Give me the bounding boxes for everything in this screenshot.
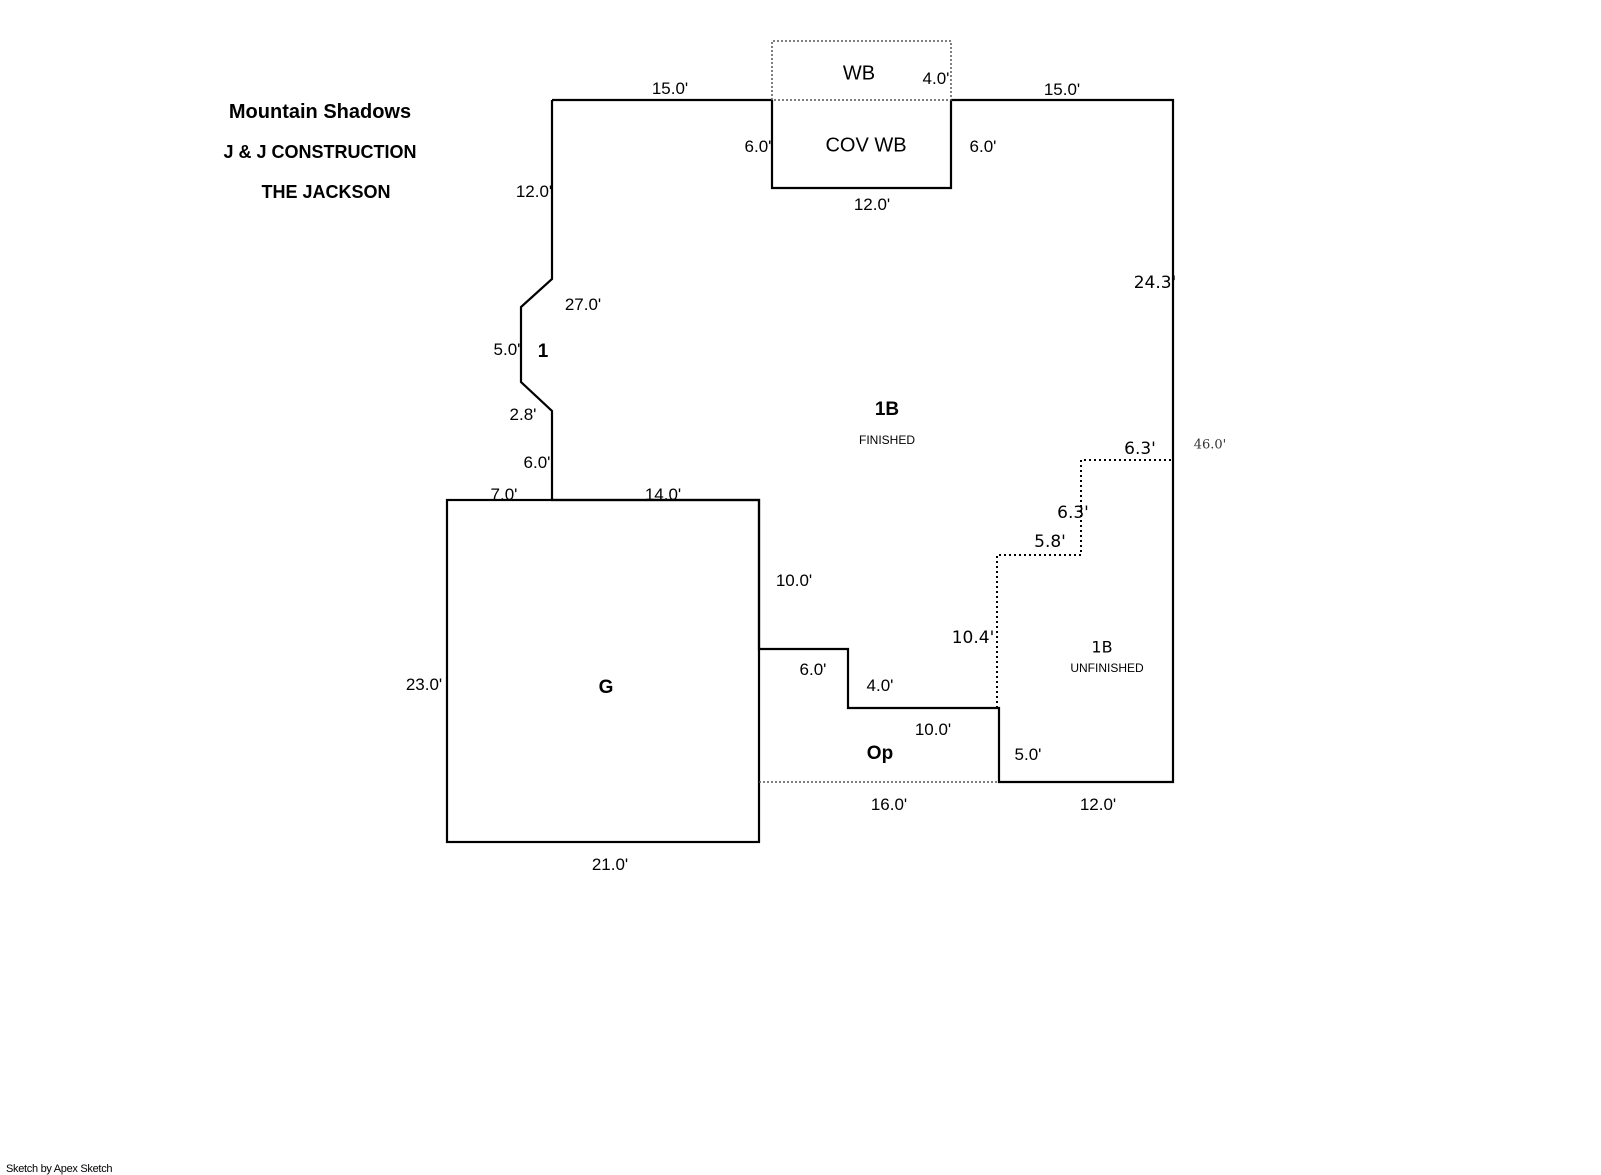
dim-left-upper: 12.0' [515,182,553,201]
garage-outline [445,498,761,844]
dim-step-mid: 5.8' [1034,532,1066,552]
dim-top-right: 15.0' [1043,80,1081,99]
dim-cov-wb-right: 6.0' [969,137,997,156]
wb-label: WB [842,62,876,85]
dim-unfinished-bottom: 12.0' [1079,795,1117,814]
sketch-credit: Sketch by Apex Sketch [6,1163,113,1175]
dim-top-left: 15.0' [651,79,689,98]
dim-garage-top-left: 7.0' [490,485,518,504]
finished-area-desc: FINISHED [858,433,916,447]
dim-porch-bottom: 16.0' [870,795,908,814]
dim-cov-wb-bottom: 12.0' [853,195,891,214]
dim-bay-lower: 2.8' [509,405,537,424]
dim-porch-top: 6.0' [799,660,827,679]
dim-step-top: 6.3' [1124,439,1156,459]
dim-unfinished-left: 10.4' [951,628,995,648]
dim-step-vertical: 6.3' [1057,503,1089,523]
dim-right-wall: 24.3' [1133,273,1177,293]
builder-title: J & J CONSTRUCTION [223,142,417,162]
unfinished-area-desc: UNFINISHED [1070,661,1144,675]
cov-wb-label: COV WB [825,134,907,157]
bay-label: 1 [537,341,549,362]
finished-area-code: 1B [874,399,900,420]
dim-right-total: 46.0' [1193,437,1227,453]
unfinished-boundary [996,459,1171,708]
wb-outline [771,40,952,101]
dim-porch-step: 4.0' [866,676,894,695]
main-outline [519,98,1175,784]
subdivision-title: Mountain Shadows [228,101,412,123]
dim-wb-depth: 4.0' [922,69,950,88]
dim-porch-right: 5.0' [1014,745,1042,764]
porch-label: Op [866,743,894,764]
unfinished-area-code: 1B [1091,637,1113,657]
dim-garage-bottom: 21.0' [591,855,629,874]
dim-bay-upper: 27.0' [564,295,602,314]
cov-wb-outline [770,100,953,190]
dim-cov-wb-left: 6.0' [744,137,772,156]
model-title: THE JACKSON [261,182,391,202]
dim-garage-left: 23.0' [405,675,443,694]
dim-garage-top-right: 14.0' [644,485,682,504]
dim-left-lower: 6.0' [523,453,551,472]
dim-garage-right: 10.0' [775,571,813,590]
dim-bay-side: 5.0' [493,340,521,359]
garage-label: G [598,677,614,698]
dim-porch-mid: 10.0' [914,720,952,739]
